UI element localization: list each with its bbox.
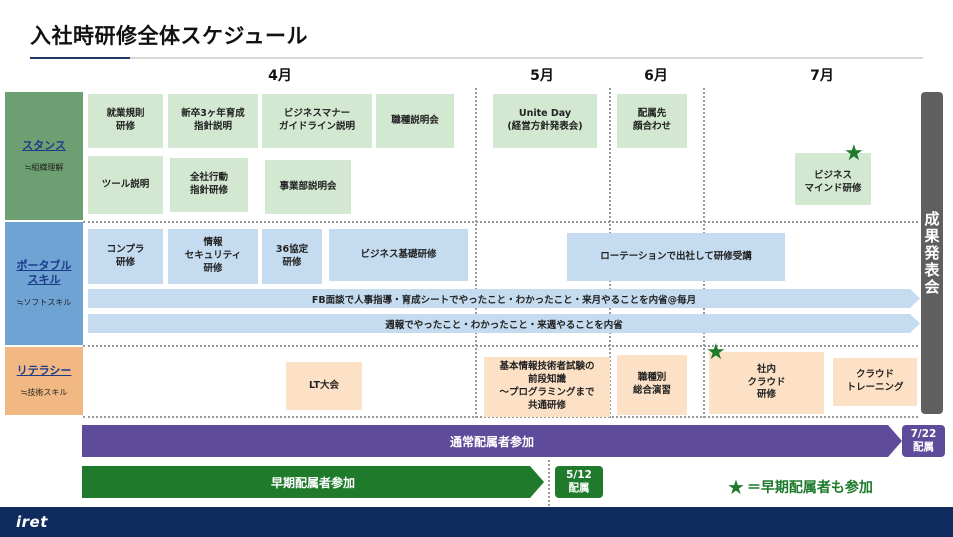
stance-item-team-meeting: 配属先 顔合わせ bbox=[617, 94, 687, 148]
company-logo: iret bbox=[16, 513, 48, 531]
category-portable: ポータブル スキル ≒ソフトスキル bbox=[5, 222, 83, 345]
literacy-item-job-exercise: 職種別 総合演習 bbox=[617, 355, 687, 415]
portable-item-compliance: コンプラ 研修 bbox=[88, 229, 163, 284]
early-assignment-date-tag: 5/12 配属 bbox=[555, 466, 603, 498]
category-literacy-sub: ≒技術スキル bbox=[20, 388, 68, 398]
literacy-item-cloud-training-internal: 社内 クラウド 研修 bbox=[709, 352, 824, 414]
month-june: 6月 bbox=[644, 68, 668, 84]
category-literacy-name: リテラシー bbox=[16, 363, 72, 377]
legend-label: ＝早期配属者も参加 bbox=[746, 480, 873, 496]
stance-item-growth-guideline: 新卒3ヶ年育成 指針説明 bbox=[168, 94, 258, 148]
early-join-star-icon: ★ bbox=[844, 141, 864, 166]
early-join-star-icon: ★ bbox=[706, 340, 726, 365]
regular-assignment-date-tag: 7/22 配属 bbox=[902, 425, 945, 457]
legend-star-icon: ★ bbox=[727, 475, 745, 499]
final-presentation-bar: 成果発表会 bbox=[921, 92, 943, 414]
stance-item-action-guideline: 全社行動 指針研修 bbox=[170, 158, 248, 212]
category-portable-name: ポータブル スキル bbox=[16, 259, 72, 286]
category-stance-name: スタンス bbox=[22, 138, 66, 152]
month-april: 4月 bbox=[268, 68, 292, 84]
stance-item-tools: ツール説明 bbox=[88, 156, 163, 214]
category-portable-sub: ≒ソフトスキル bbox=[16, 297, 72, 307]
category-literacy: リテラシー ≒技術スキル bbox=[5, 347, 83, 415]
stance-item-business-manner: ビジネスマナー ガイドライン説明 bbox=[262, 94, 372, 148]
literacy-item-cloud-training: クラウド トレーニング bbox=[833, 358, 917, 406]
month-may: 5月 bbox=[530, 68, 554, 84]
stance-item-unite-day: Unite Day (経営方針発表会) bbox=[493, 94, 597, 148]
category-stance: スタンス ≒組織理解 bbox=[5, 92, 83, 220]
literacy-item-lt: LT大会 bbox=[286, 362, 362, 410]
month-july: 7月 bbox=[810, 68, 834, 84]
footer-bar: iret bbox=[0, 507, 953, 537]
divider-april-may bbox=[475, 88, 477, 418]
portable-weekly-report-label: 週報でやったこと・わかったこと・来週やることを内省 bbox=[385, 319, 623, 331]
stance-item-division-briefing: 事業部説明会 bbox=[265, 160, 351, 214]
early-assignment-label: 早期配属者参加 bbox=[270, 475, 355, 490]
portable-item-security: 情報 セキュリティ 研修 bbox=[168, 229, 258, 284]
portable-item-business-basics: ビジネス基礎研修 bbox=[329, 229, 468, 281]
stance-item-business-mind: ビジネス マインド研修 bbox=[795, 153, 871, 205]
portable-weekly-report-arrow: 週報でやったこと・わかったこと・来週やることを内省 bbox=[88, 314, 920, 333]
row-divider-1 bbox=[83, 221, 918, 223]
page-title: 入社時研修全体スケジュール bbox=[30, 24, 309, 48]
row-divider-2 bbox=[83, 345, 918, 347]
early-assignment-arrow: 早期配属者参加 bbox=[82, 466, 544, 498]
divider-early-assign bbox=[548, 455, 550, 510]
title-underline-accent bbox=[30, 57, 130, 59]
literacy-item-basic-it: 基本情報技術者試験の 前段知識 〜プログラミングまで 共通研修 bbox=[484, 357, 610, 417]
portable-item-rotation: ローテーションで出社して研修受講 bbox=[567, 233, 785, 281]
portable-fb-interview-arrow: FB面談で人事指導・育成シートでやったこと・わかったこと・来月やることを内省@毎… bbox=[88, 289, 920, 308]
row-divider-3 bbox=[83, 416, 918, 418]
regular-assignment-arrow: 通常配属者参加 bbox=[82, 425, 902, 457]
portable-item-article36: 36協定 研修 bbox=[262, 229, 322, 284]
final-presentation-label: 成果発表会 bbox=[922, 210, 941, 296]
title-underline bbox=[130, 57, 923, 59]
stance-item-job-briefing: 職種説明会 bbox=[376, 94, 454, 148]
regular-assignment-label: 通常配属者参加 bbox=[449, 434, 534, 449]
legend: ★ ＝早期配属者も参加 bbox=[727, 475, 873, 499]
portable-fb-interview-label: FB面談で人事指導・育成シートでやったこと・わかったこと・来月やることを内省@毎… bbox=[311, 294, 697, 306]
category-stance-sub: ≒組織理解 bbox=[24, 163, 64, 173]
stance-item-work-rules: 就業規則 研修 bbox=[88, 94, 163, 148]
